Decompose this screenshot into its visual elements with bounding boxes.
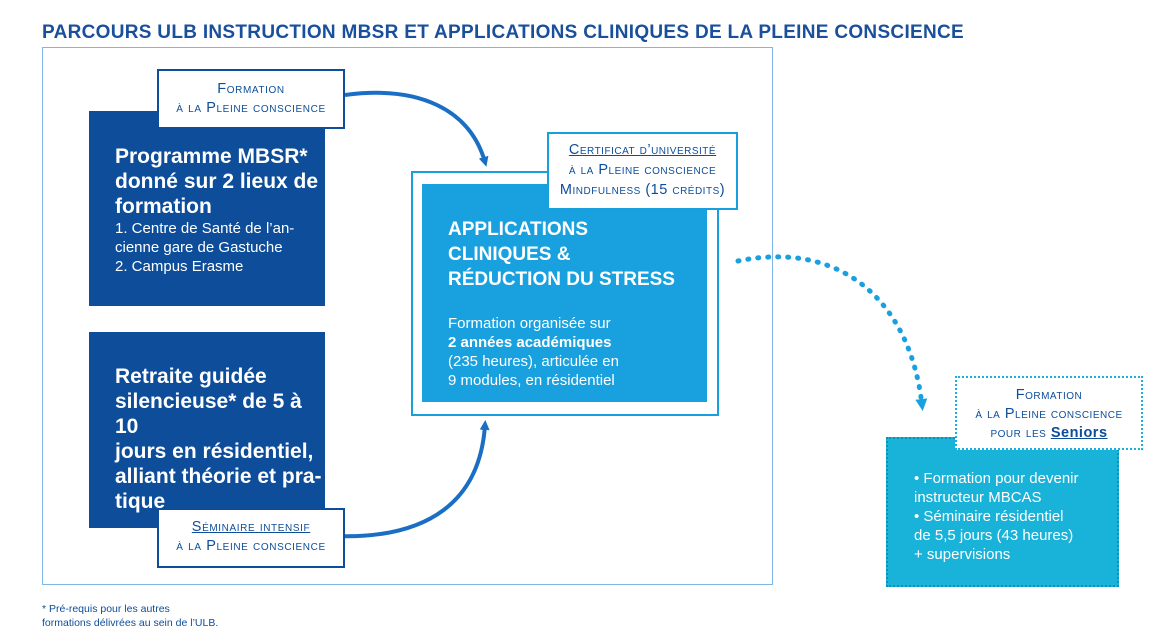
arrow-top [344,90,489,167]
clinical-heading-line1: APPLICATIONS CLINIQUES & [448,219,589,265]
seniors-bullet2-line3: + supervisions [914,546,1011,563]
retreat-line4: alliant théorie et pra- [115,465,322,488]
page-title: PARCOURS ULB INSTRUCTION MBSR ET APPLICA… [42,22,965,43]
seniors-bullet2-line2: de 5,5 jours (43 heures) [914,527,1074,544]
mbsr-location1-line2: cienne gare de Gastuche [115,239,283,256]
retreat-line3: jours en résidentiel, [115,440,314,463]
mbsr-heading-line2: donné sur 2 lieux de [115,170,319,193]
seniors-label-line3: pour les Seniors [957,424,1141,443]
seniors-label: Formation à la Pleine conscience pour le… [955,376,1143,450]
retreat-box: Retraite guidée silencieuse* de 5 à 10 j… [89,332,325,528]
seminar-label-line2: à la Pleine conscience [176,538,326,554]
certificate-line2: à la Pleine conscience [568,162,717,178]
arrow-bottom [332,420,490,539]
seniors-label-line1: Formation [1015,387,1083,403]
certificate-line1[interactable]: Certificat d’université [568,142,717,158]
formation-label-overlay: Formation à la Pleine conscience [157,69,345,129]
seniors-label-prefix: pour les [990,425,1047,441]
clinical-heading-line2: RÉDUCTION DU STRESS [448,269,675,290]
seniors-bullet1-line2: instructeur MBCAS [914,489,1042,506]
seniors-link[interactable]: Seniors [1050,425,1108,441]
certificate-label[interactable]: Certificat d’université à la Pleine cons… [547,132,738,210]
clinical-body-bold: 2 années académiques [448,334,612,351]
clinical-body-line1: Formation organisée sur [448,315,611,332]
clinical-body-line4: 9 modules, en résidentiel [448,372,615,389]
seniors-bullet2-line1: • Séminaire résidentiel [914,508,1064,525]
formation-label-overlay-line1: Formation [217,81,285,97]
footnote: * Pré-requis pour les autres formations … [42,602,218,630]
seniors-bullet1-line1: • Formation pour devenir [914,470,1079,487]
mbsr-program-box: Programme MBSR* donné sur 2 lieux de for… [89,111,325,306]
seniors-training-box: • Formation pour devenir instructeur MBC… [886,437,1119,587]
retreat-line1: Retraite guidée [115,365,267,388]
mbsr-heading-line1: Programme MBSR* [115,145,308,168]
seniors-label-line2: à la Pleine conscience [975,406,1123,422]
retreat-line5: tique [115,490,166,513]
mbsr-heading: Programme MBSR* donné sur 2 lieux de for… [115,144,325,219]
seminar-label-line1: Séminaire intensif [191,519,311,535]
clinical-heading: APPLICATIONS CLINIQUES & RÉDUCTION DU ST… [448,217,681,292]
mbsr-location1-line1: 1. Centre de Santé de l’an- [115,220,295,237]
diagram-frame [42,47,773,585]
seminar-label: Séminaire intensif à la Pleine conscienc… [157,508,345,568]
clinical-body: Formation organisée sur 2 années académi… [448,314,681,390]
mbsr-location2: 2. Campus Erasme [115,258,244,275]
retreat-heading: Retraite guidée silencieuse* de 5 à 10 j… [115,364,325,514]
clinical-body-line3: (235 heures), articulée en [448,353,619,370]
mbsr-heading-line3: formation [115,195,212,218]
footnote-line2: formations délivrées au sein de l’ULB. [42,617,219,629]
mbsr-locations: 1. Centre de Santé de l’an- cienne gare … [115,219,325,276]
retreat-line2: silencieuse* de 5 à 10 [115,390,302,438]
footnote-line1: * Pré-requis pour les autres [42,603,170,615]
certificate-line3: Mindfulness (15 crédits) [559,182,726,198]
clinical-applications-box: APPLICATIONS CLINIQUES & RÉDUCTION DU ST… [422,184,707,402]
formation-label-overlay-line2: à la Pleine conscience [176,100,326,116]
arrow-dotted [735,254,928,411]
